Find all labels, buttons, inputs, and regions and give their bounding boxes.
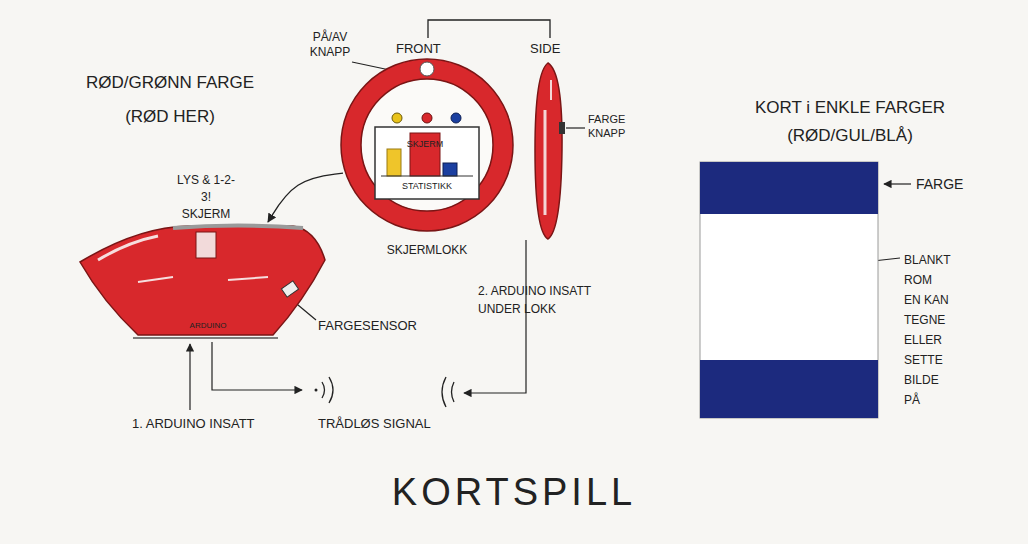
light-screen: [196, 232, 216, 258]
note: BLANKT ROM EN KAN TEGNE ELLER SETTE BILD…: [904, 250, 951, 410]
title: KORTSPILL: [0, 470, 1028, 514]
card-shape: [700, 162, 878, 418]
card-heading: KORT i ENKLE FARGER (RØD/GUL/BLÅ): [720, 94, 980, 150]
lid-face: [361, 79, 493, 211]
color-light: [422, 113, 432, 123]
part-name: FARGE KNAPP: [588, 112, 644, 140]
bowl-outline: [80, 226, 325, 335]
side-highlight: [550, 80, 552, 100]
color-sensor: [281, 281, 298, 297]
device-body: ARDUINO: [78, 222, 328, 340]
part-name: FARGESENSOR: [318, 318, 438, 334]
view-name: FRONT: [396, 41, 466, 57]
signal-dot: [315, 389, 318, 392]
view-name: SIDE: [530, 41, 590, 57]
bowl-base: [133, 337, 278, 339]
screen-panel: SKJERM STATISTIKK: [375, 127, 479, 199]
part-name: PÅ/AV KNAPP: [307, 30, 353, 60]
bracket: [428, 20, 550, 38]
screen-note: LYS & 1-2-3! SKJERM: [177, 172, 235, 223]
signal-wave: [329, 377, 333, 403]
screen-label: SKJERM: [403, 139, 447, 150]
color-light: [392, 113, 402, 123]
leader-line: [566, 127, 585, 128]
callout-number: 1. ARDUINO INSATT: [132, 416, 302, 432]
signal-name: TRÅDLØS SIGNAL: [318, 416, 488, 432]
lid-side-view: [535, 63, 562, 239]
card-outline: [700, 162, 878, 418]
bar: [387, 149, 401, 176]
chart-baseline: [381, 176, 473, 177]
highlight: [98, 236, 158, 260]
part-name: FARGE: [916, 176, 996, 193]
color-button: [559, 122, 565, 134]
card: KORT i ENKLE FARGER (RØD/GUL/BLÅ): [700, 162, 878, 418]
color-band: [700, 162, 878, 214]
screen-frame: [375, 127, 479, 199]
power-button: [420, 62, 434, 76]
color-band: [700, 360, 878, 418]
highlight: [138, 277, 268, 282]
part-label: ARDUINO: [178, 321, 238, 331]
side-highlight: [544, 110, 547, 215]
signal-wave: [452, 382, 455, 402]
screen-lid: SKJERMLOKKSKJERMSTATISTIKK: [339, 57, 515, 233]
leader-arrow: [884, 183, 911, 184]
signal-line: [212, 342, 302, 390]
signal-line: [464, 240, 526, 393]
signal-wave: [442, 377, 446, 407]
color-note: RØD/GRØNN FARGE (RØD HER): [80, 66, 260, 134]
connector-arrow: [268, 173, 343, 222]
signal-wave: [322, 382, 325, 398]
callout-number: 2. ARDUINO INSATT UNDER LOKK: [478, 282, 608, 318]
lid-ring: [341, 59, 513, 231]
bar: [443, 163, 457, 176]
chart-label: STATISTIKK: [375, 181, 479, 192]
view-title: SKJERMLOKK: [339, 243, 515, 258]
bowl-rim: [173, 226, 303, 229]
leader-arrow: [189, 344, 190, 410]
color-light: [451, 113, 461, 123]
